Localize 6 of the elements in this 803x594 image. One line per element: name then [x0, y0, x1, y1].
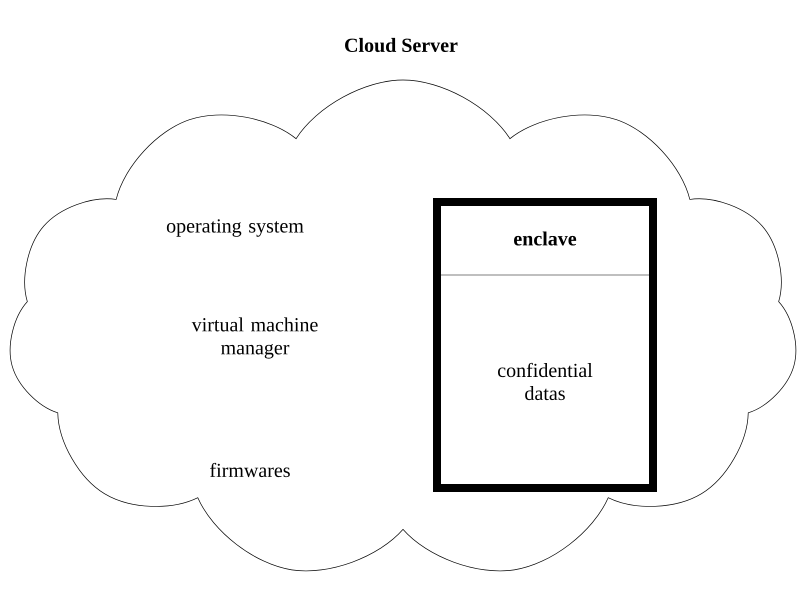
box-text: confidential datas — [498, 362, 592, 400]
cloud-text: virtual machine manager — [192, 317, 318, 359]
cloud-text: firmwares — [210, 462, 290, 478]
cloud-text: operating system — [166, 219, 304, 237]
box-heading: enclave — [514, 231, 576, 246]
title: Cloud Server — [345, 38, 458, 52]
